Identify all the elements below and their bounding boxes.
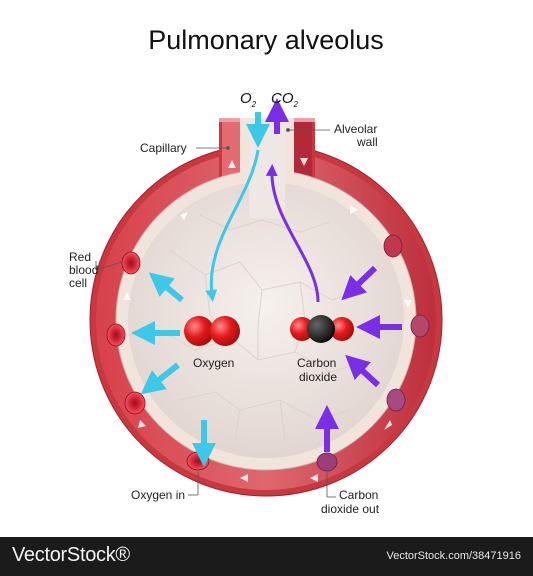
footer-bar: VectorStock® VectorStock.com/38471916 [0,537,533,576]
label-red-blood-cell-3: cell [69,276,87,290]
o2-diffuse-path [205,149,260,302]
footer-logo: VectorStock® [12,544,130,566]
alveolus-diagram: Pulmonary alveolus [69,25,443,516]
alveolus-lumen [128,182,404,458]
co2-arrows [265,98,402,452]
carbon-dioxide-molecule [290,315,354,343]
label-oxygen-in: Oxygen in [131,488,185,502]
label-oxygen: Oxygen [193,356,234,370]
label-co2-out-1: Carbon [339,488,378,502]
blood-flow-arrows [123,158,412,482]
label-alveolar-wall-1: Alveolar [334,122,377,136]
label-alveolar-wall-2: wall [356,135,378,149]
label-red-blood-cell-1: Red [69,250,91,264]
co2-arrow-lower-right [345,354,381,388]
oxygen-arrows [131,112,270,467]
label-carbon-dioxide-2: dioxide [299,370,337,384]
co2-arrow-upper-right [341,265,378,301]
label-carbon-dioxide-1: Carbon [297,356,336,370]
leader-lines [95,128,336,498]
o2-arrow-lower-left [140,362,180,395]
label-capillary: Capillary [140,141,187,155]
o2-formula: O2 [240,90,257,109]
oxygen-molecule [184,316,240,346]
o2-arrow-upper-left [148,272,184,303]
footer-url: VectorStock.com/38471916 [386,550,521,562]
label-co2-out-2: dioxide out [321,502,380,516]
label-red-blood-cell-2: blood [69,263,98,277]
co2-diffuse-path [265,164,320,303]
co2-formula: CO2 [271,90,299,109]
diagram-title: Pulmonary alveolus [148,25,384,55]
